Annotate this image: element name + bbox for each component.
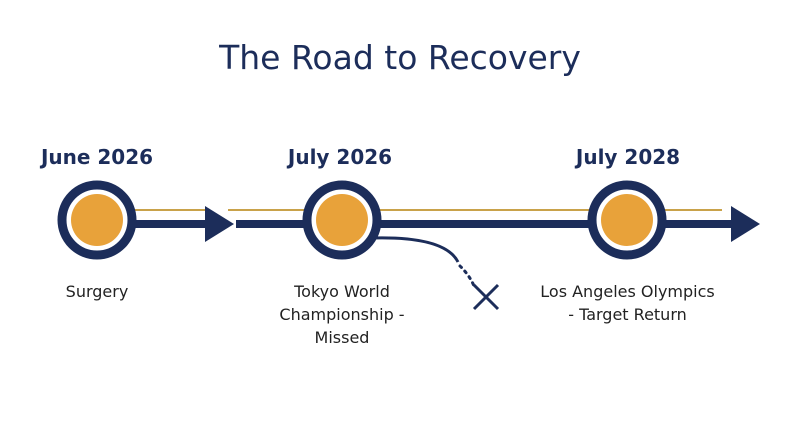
milestone-date-surgery: June 2026 <box>40 145 154 169</box>
page-title: The Road to Recovery <box>219 38 581 77</box>
milestone-node-tokyo <box>302 180 382 260</box>
milestone-date-la: July 2028 <box>575 145 681 169</box>
milestone-label-surgery: Surgery <box>65 282 129 301</box>
x-mark-icon <box>472 283 500 311</box>
milestone-date-tokyo: July 2026 <box>287 145 393 169</box>
milestone-node-surgery <box>57 180 137 260</box>
missed-branch-dots <box>458 264 476 288</box>
arrow-right-icon <box>205 206 234 242</box>
missed-branch-line <box>371 236 460 263</box>
milestone-node-la <box>587 180 667 260</box>
milestone-label-la: Los Angeles Olympics - Target Return <box>540 282 715 324</box>
arrow-right-icon <box>731 206 760 242</box>
milestone-label-tokyo: Tokyo World Championship - Missed <box>279 282 405 347</box>
